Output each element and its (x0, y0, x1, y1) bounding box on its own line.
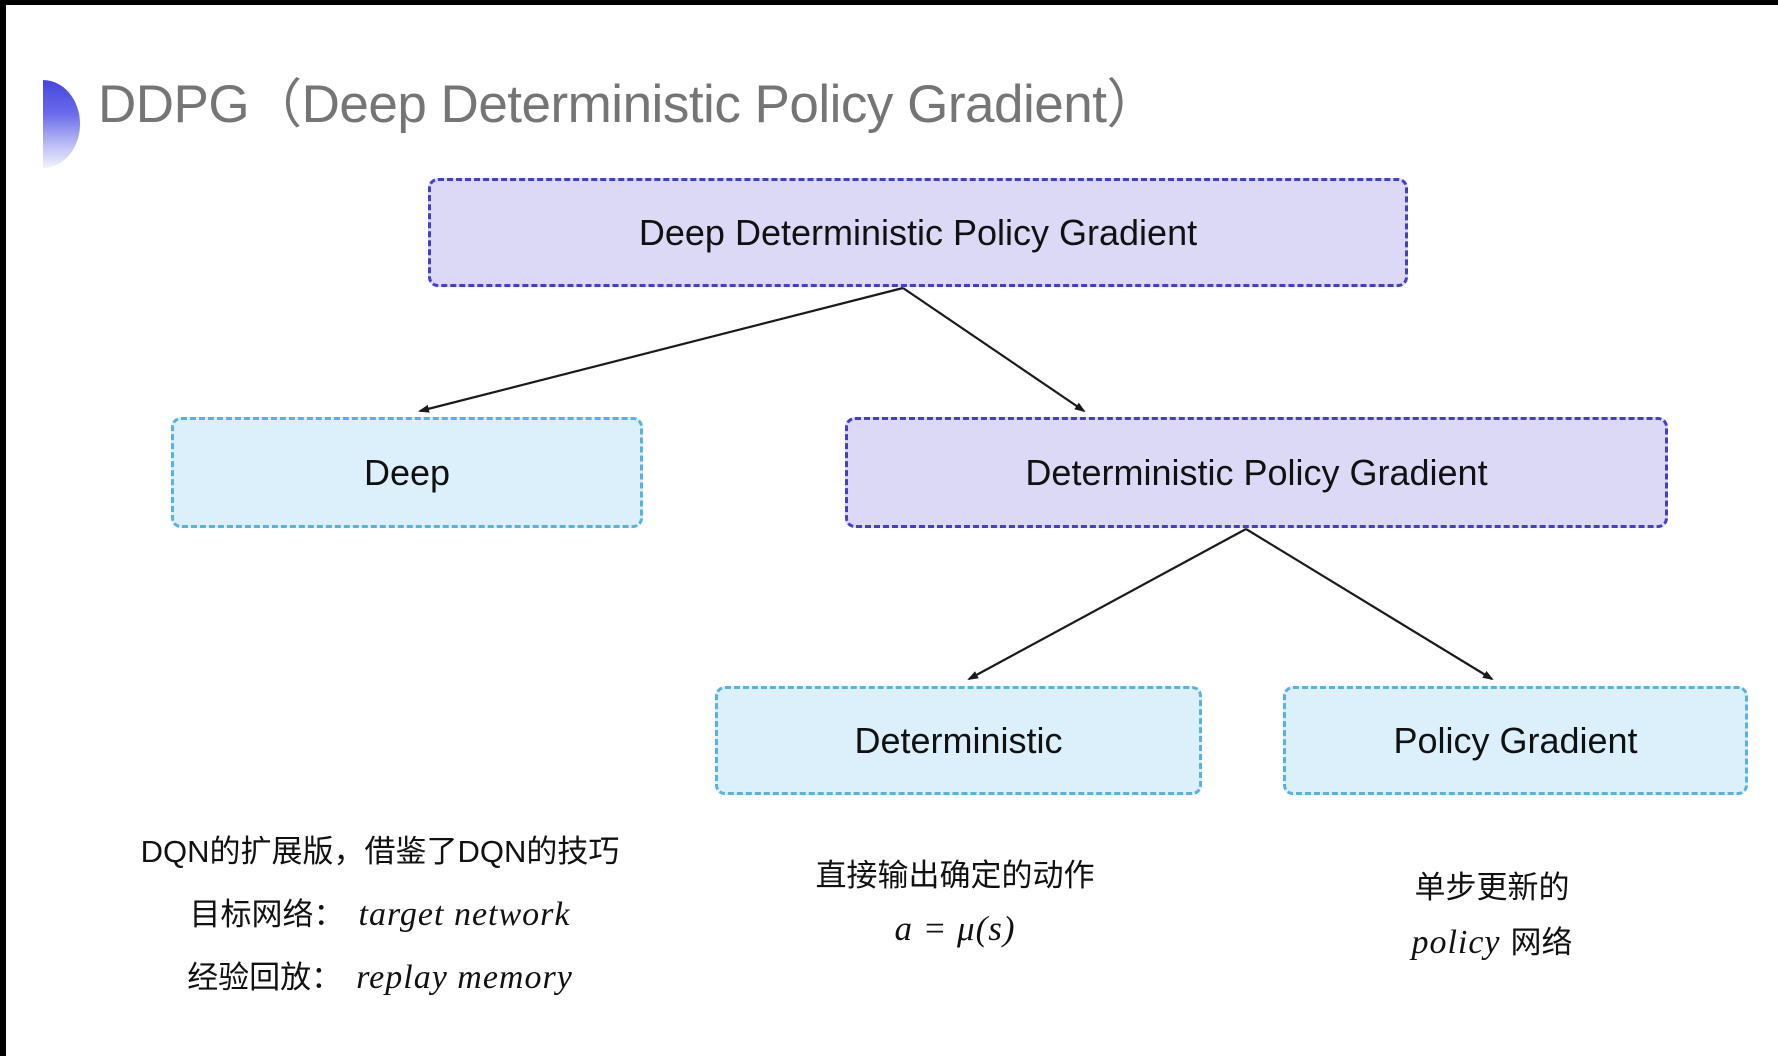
note-text: 直接输出确定的动作 (815, 858, 1095, 893)
note-text: 网络 (1510, 925, 1573, 960)
formula-a-equals-mu-s: a = μ(s) (894, 909, 1016, 948)
note-policy-gradient-line2: policy 网络 (1292, 917, 1692, 962)
note-deep-line1: DQN的扩展版，借鉴了DQN的技巧 (70, 826, 690, 871)
slide-title: DDPG（Deep Deterministic Policy Gradient） (98, 75, 1159, 134)
node-label: Deterministic Policy Gradient (1025, 451, 1488, 493)
note-deterministic-block: 直接输出确定的动作 a = μ(s) (755, 850, 1155, 949)
node-policy-gradient: Policy Gradient (1283, 686, 1748, 795)
note-deterministic-line1: 直接输出确定的动作 (755, 850, 1155, 895)
node-label: Deep (363, 451, 451, 493)
note-label: 目标网络： (189, 897, 345, 932)
note-deep-line2: 目标网络： target network (70, 889, 690, 934)
note-text: 单步更新的 (1414, 870, 1570, 905)
node-label: Deterministic (854, 719, 1063, 761)
arrow-root-to-deep (418, 286, 904, 413)
half-circle-icon (43, 80, 80, 168)
node-deep: Deep (171, 417, 643, 528)
arrow-dpg-to-deterministic (967, 528, 1247, 680)
note-term: replay memory (356, 959, 573, 996)
node-deterministic-policy-gradient: Deterministic Policy Gradient (845, 417, 1668, 528)
node-label: Deep Deterministic Policy Gradient (638, 211, 1198, 253)
top-edge-bar (0, 0, 1778, 5)
arrow-dpg-to-policy-gradient (1245, 528, 1494, 681)
node-deterministic: Deterministic (715, 686, 1202, 795)
note-term: target network (358, 896, 571, 933)
note-policy-gradient-block: 单步更新的 policy 网络 (1292, 852, 1692, 962)
arrow-root-to-dpg (902, 287, 1086, 413)
note-label: 经验回放： (187, 960, 343, 995)
note-deep-block: DQN的扩展版，借鉴了DQN的技巧 目标网络： target network 经… (70, 826, 690, 997)
node-deep-deterministic-policy-gradient: Deep Deterministic Policy Gradient (428, 178, 1408, 287)
left-edge-bar (0, 0, 6, 1056)
note-deep-line3: 经验回放： replay memory (70, 952, 690, 997)
note-text: DQN的扩展版，借鉴了DQN的技巧 (140, 834, 620, 869)
note-policy-gradient-line1: 单步更新的 (1292, 862, 1692, 907)
node-label: Policy Gradient (1393, 719, 1638, 761)
note-term: policy (1411, 924, 1501, 961)
